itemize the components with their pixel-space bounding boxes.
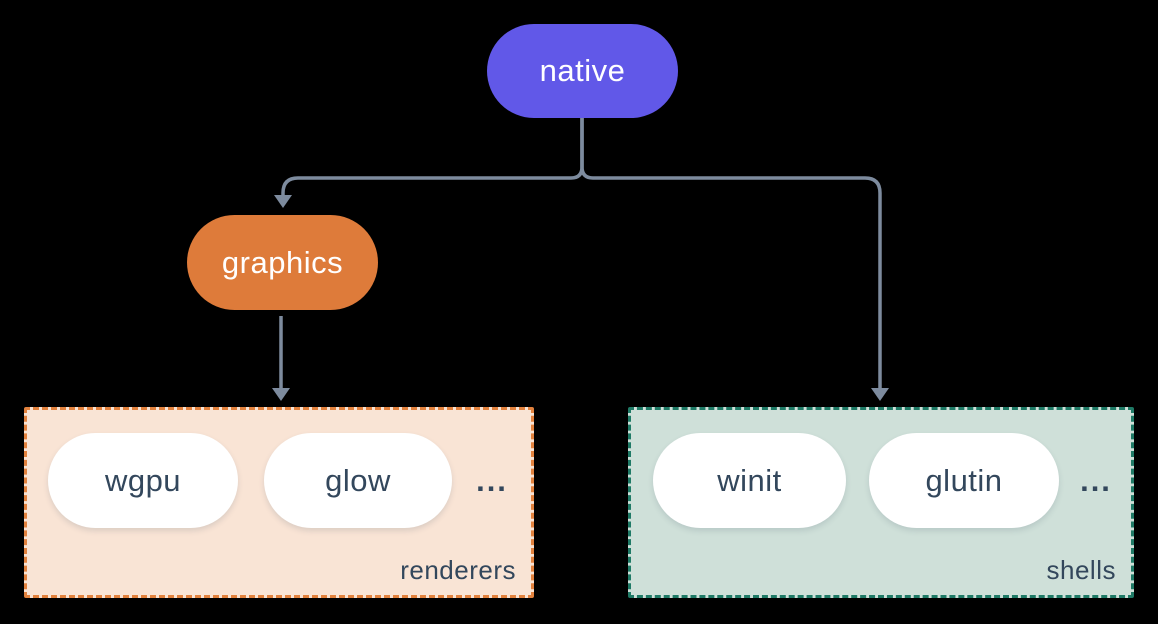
group-shells: winit glutin ... shells bbox=[628, 407, 1134, 598]
arrowhead-into-graphics-icon bbox=[274, 195, 292, 208]
arrowhead-into-renderers-icon bbox=[272, 388, 290, 401]
group-renderers: wgpu glow ... renderers bbox=[24, 407, 534, 598]
node-wgpu: wgpu bbox=[48, 433, 238, 528]
connector-native-to-shells bbox=[580, 118, 882, 389]
group-shells-label: shells bbox=[1046, 555, 1116, 585]
connector-native-to-graphics bbox=[281, 118, 584, 197]
group-renderers-label: renderers bbox=[400, 555, 516, 585]
node-graphics: graphics bbox=[187, 215, 378, 310]
arrowhead-into-shells-icon bbox=[871, 388, 889, 401]
shells-ellipsis: ... bbox=[1080, 462, 1112, 498]
node-native: native bbox=[487, 24, 678, 118]
renderers-ellipsis: ... bbox=[476, 462, 508, 498]
node-winit: winit bbox=[653, 433, 846, 528]
node-glow: glow bbox=[264, 433, 452, 528]
node-glutin: glutin bbox=[869, 433, 1059, 528]
